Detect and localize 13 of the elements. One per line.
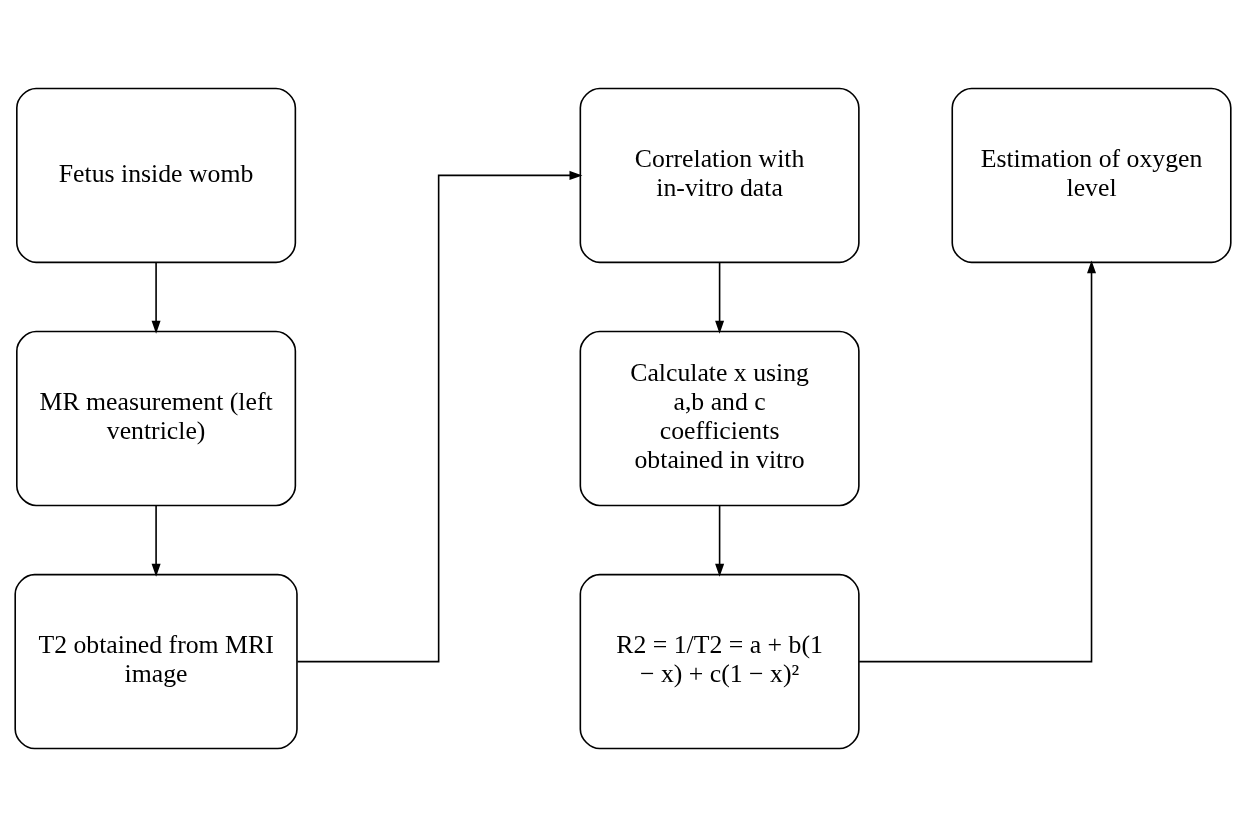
node-box: T2 obtained from MRI image: [14, 573, 298, 749]
arrow: [151, 504, 161, 577]
node-box: Estimation of oxygen level: [951, 87, 1232, 263]
arrow: [715, 261, 725, 334]
node-box: Correlation with in-vitro data: [579, 87, 860, 263]
arrow: [715, 504, 725, 577]
node-box: Fetus inside womb: [16, 87, 297, 263]
node-box: MR measurement (left ventricle): [16, 330, 297, 506]
node-box: Calculate x using a,b and c coefficients obtained in vitro: [579, 330, 860, 506]
arrow: [296, 170, 583, 662]
node-box: R2 = 1/T2 = a + b(1 − x) + c(1 − x)²: [579, 573, 860, 749]
arrow: [858, 259, 1097, 662]
arrow: [151, 261, 161, 334]
